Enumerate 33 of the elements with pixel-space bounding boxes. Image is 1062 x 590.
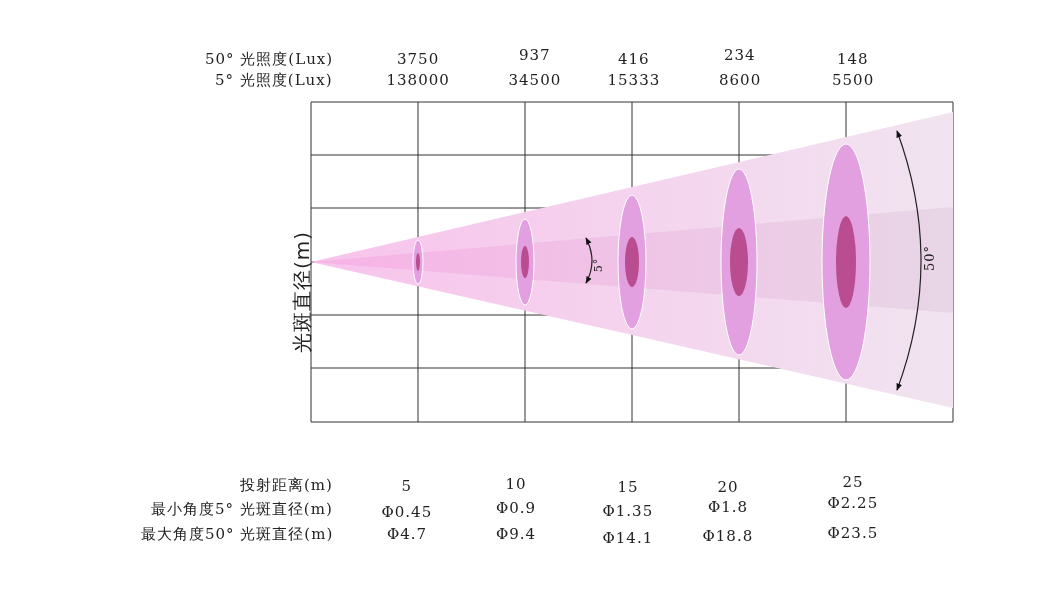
lux-value: 138000 — [386, 71, 450, 89]
axis-label: 光斑直径(m) — [292, 230, 311, 354]
angle-label: 5° — [590, 257, 606, 273]
lux-value: 3750 — [397, 50, 440, 68]
diameter-value: Φ9.4 — [496, 525, 537, 543]
lux-value: 148 — [837, 50, 869, 68]
row-label: 投射距离(m) — [240, 476, 333, 494]
diameter-value: Φ1.35 — [602, 502, 654, 520]
lux-value: 15333 — [607, 71, 661, 89]
row-label: 5° 光照度(Lux) — [215, 71, 333, 89]
distance-value: 20 — [717, 478, 739, 496]
row-label: 最大角度50° 光斑直径(m) — [141, 525, 334, 543]
lux-value: 34500 — [508, 71, 562, 89]
distance-value: 15 — [617, 478, 639, 496]
lux-value: 937 — [519, 46, 551, 64]
diameter-value: Φ23.5 — [827, 524, 879, 542]
diameter-value: Φ0.9 — [496, 499, 537, 517]
lux-value: 5500 — [832, 71, 875, 89]
distance-value: 10 — [505, 475, 527, 493]
angle-label: 50° — [921, 245, 938, 271]
diameter-value: Φ0.45 — [381, 503, 433, 521]
diameter-value: Φ4.7 — [387, 525, 428, 543]
row-label: 最小角度5° 光斑直径(m) — [151, 500, 333, 518]
distance-value: 25 — [842, 473, 864, 491]
lux-value: 234 — [724, 46, 756, 64]
diameter-value: Φ14.1 — [602, 529, 654, 547]
lux-value: 416 — [618, 50, 650, 68]
diameter-value: Φ18.8 — [702, 527, 754, 545]
distance-value: 5 — [401, 477, 413, 495]
lux-value: 8600 — [719, 71, 762, 89]
diameter-value: Φ1.8 — [708, 498, 749, 516]
row-label: 50° 光照度(Lux) — [205, 50, 334, 68]
diameter-value: Φ2.25 — [827, 494, 879, 512]
